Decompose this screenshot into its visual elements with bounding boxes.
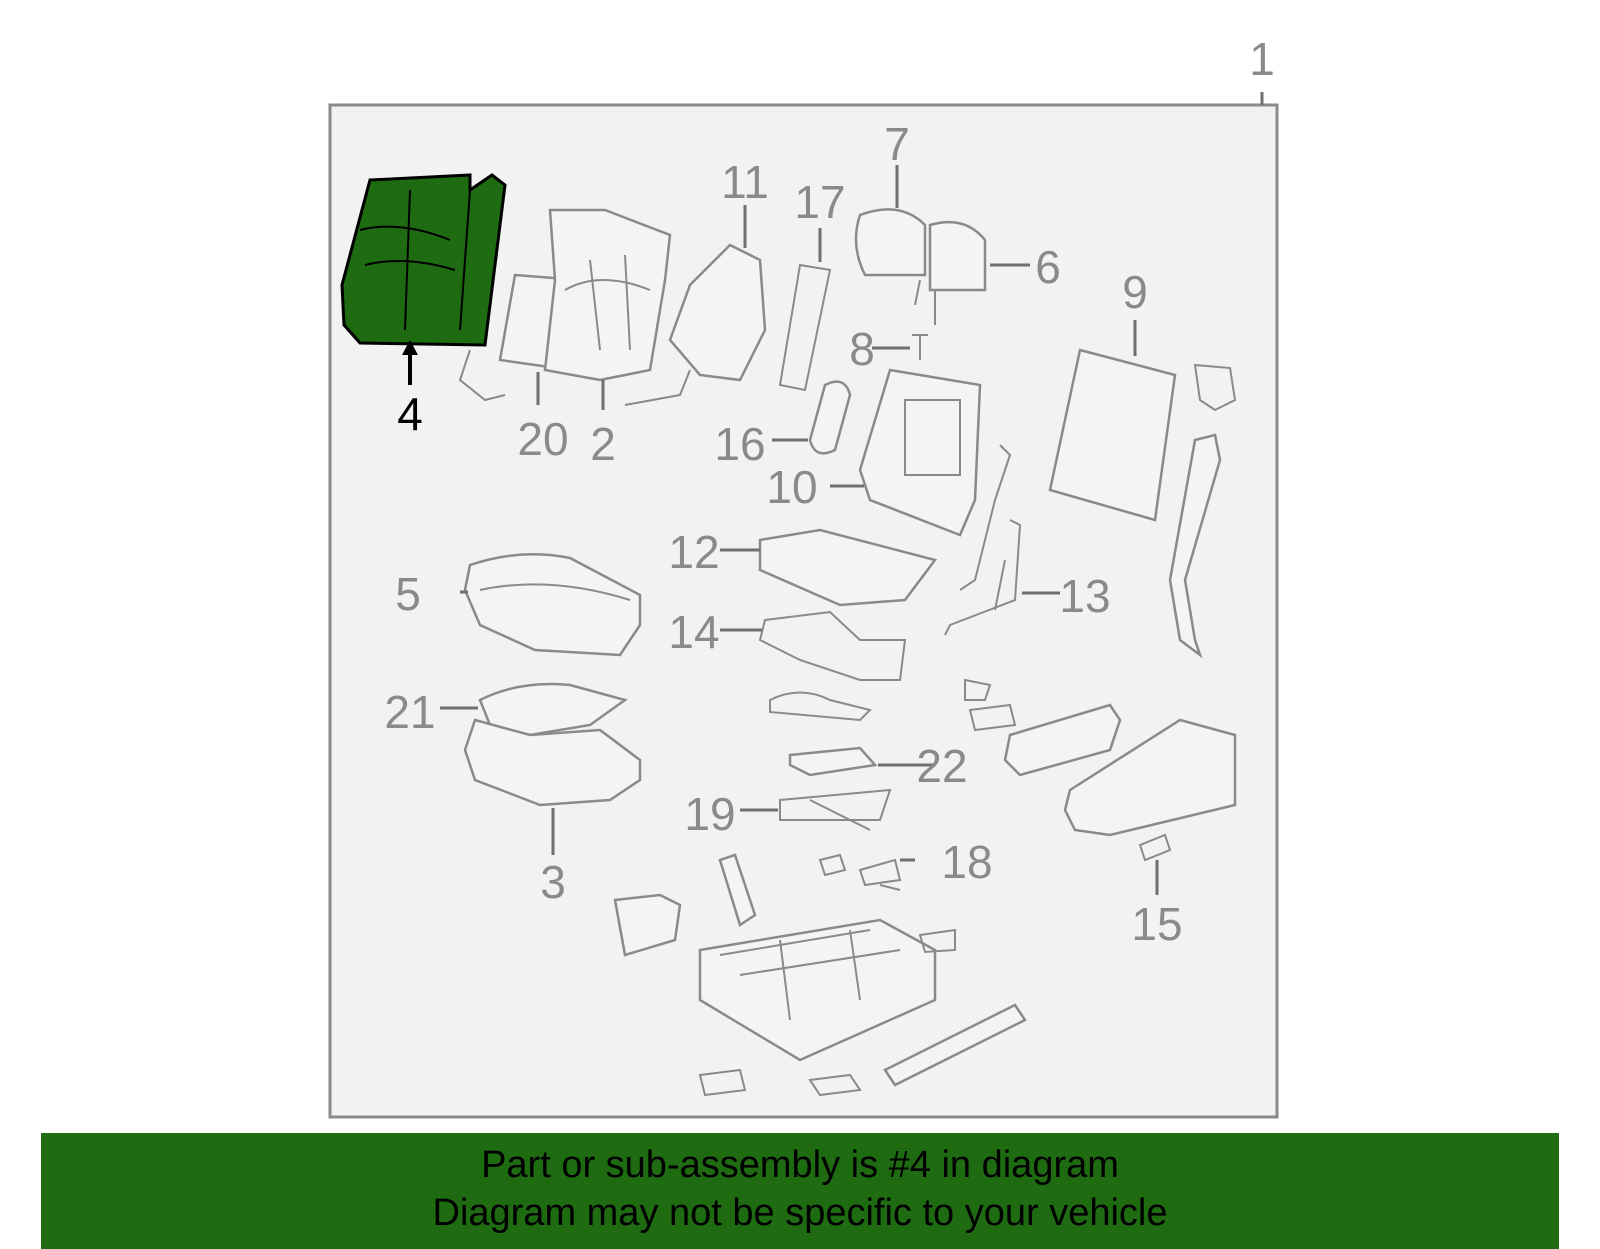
seat-track (698, 918, 937, 1062)
footer-line-1: Part or sub-assembly is #4 in diagram (481, 1144, 1119, 1186)
footer-line-2: Diagram may not be specific to your vehi… (432, 1192, 1168, 1234)
part-7 (854, 208, 927, 277)
part-13 (944, 519, 1022, 636)
part-14 (758, 610, 907, 681)
part-16 (808, 380, 852, 455)
callout-2: 2 (590, 418, 616, 470)
part-3 (463, 718, 642, 807)
part-8 (912, 334, 928, 360)
callout-4[interactable]: 4 (397, 388, 423, 440)
part-2 (543, 208, 672, 382)
callout-16: 16 (714, 418, 765, 470)
callout-22: 22 (916, 740, 967, 792)
callout-12: 12 (668, 526, 719, 578)
callout-18: 18 (941, 836, 992, 888)
callout-17: 17 (794, 176, 845, 228)
part-18 (818, 853, 902, 891)
side-shield (1063, 718, 1237, 837)
callout-19: 19 (684, 788, 735, 840)
callout-15: 15 (1131, 898, 1182, 950)
callout-6: 6 (1035, 241, 1061, 293)
callout-21: 21 (384, 686, 435, 738)
callout-11: 11 (721, 156, 769, 208)
part-4-seatback-cover[interactable] (340, 173, 507, 347)
part-21 (478, 682, 628, 737)
part-15 (1138, 833, 1172, 862)
callout-5: 5 (395, 568, 421, 620)
footer-banner: Part or sub-assembly is #4 in diagram Di… (41, 1133, 1559, 1249)
callout-14: 14 (668, 606, 719, 658)
callout-labels: 1 2 3 4 5 6 7 8 9 10 11 12 13 14 15 16 1… (384, 33, 1274, 950)
part-6 (928, 220, 987, 292)
callout-3: 3 (540, 856, 566, 908)
part-5 (463, 553, 642, 657)
part-11 (668, 243, 767, 382)
part-17 (778, 263, 832, 392)
side-trim (1168, 433, 1222, 659)
callout-1: 1 (1249, 33, 1275, 85)
callout-10: 10 (766, 461, 817, 513)
part-10 (858, 368, 982, 537)
part-22 (788, 746, 878, 777)
callout-9: 9 (1122, 266, 1148, 318)
switch-panel (1003, 703, 1122, 777)
part-9 (1048, 348, 1177, 522)
callout-20: 20 (517, 413, 568, 465)
leaders (440, 165, 1159, 895)
callout-8: 8 (849, 323, 875, 375)
callout-7: 7 (884, 118, 910, 170)
part-12 (758, 528, 938, 607)
callout-13: 13 (1059, 570, 1110, 622)
part-19 (779, 788, 892, 831)
